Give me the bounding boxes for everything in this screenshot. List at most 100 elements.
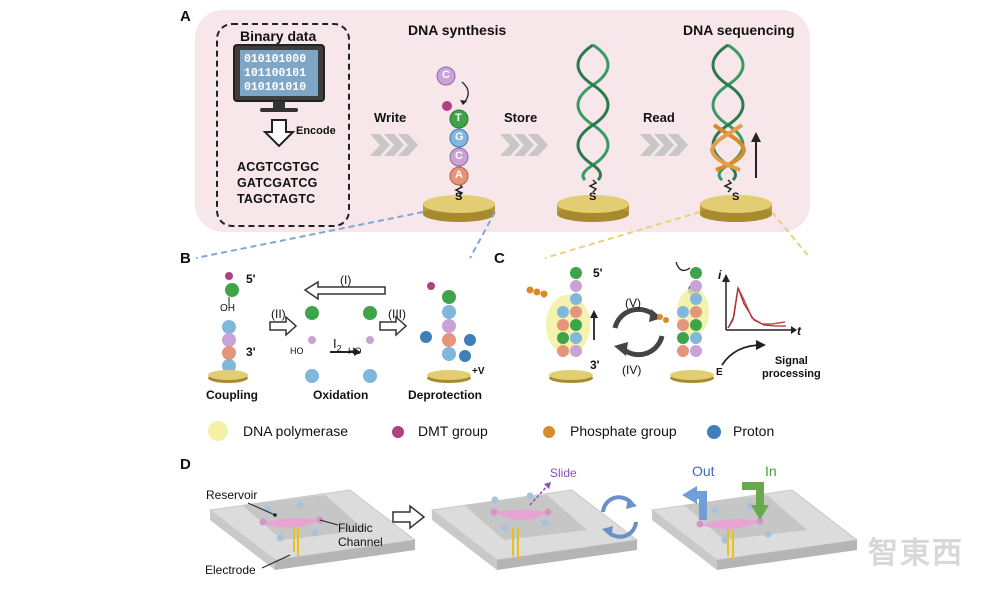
- gold-electrode-sequencing: [700, 195, 772, 222]
- legend-phosphate-group: Phosphate group: [570, 423, 677, 439]
- base-c-top: C: [442, 69, 450, 81]
- i2-main: I: [333, 336, 337, 351]
- panel-d-letter: D: [180, 456, 191, 473]
- step-i-label: (I): [340, 273, 352, 287]
- s-label-sequencing: S: [732, 191, 740, 203]
- panel-c-right-chain: [670, 261, 714, 383]
- legend-phosphate-group-swatch: [543, 426, 555, 438]
- step-iv-label: (IV): [622, 363, 642, 377]
- encode-label: Encode: [296, 125, 336, 137]
- panel-d-transition-arrow: [392, 504, 426, 530]
- c-five-prime: 5': [593, 266, 603, 280]
- gold-electrode-store: [557, 195, 629, 222]
- panel-b-oxidation-molecule: [305, 306, 377, 383]
- out-label: Out: [692, 463, 715, 479]
- dna-sequences: ACGTCGTGC GATCGATCG TAGCTAGTC: [237, 159, 319, 207]
- store-label: Store: [504, 110, 538, 125]
- i-axis-label: i: [718, 268, 722, 282]
- panel-c-cycle-arrowhead-2: [614, 342, 628, 356]
- step-iii-label: (III): [388, 307, 406, 321]
- base-g: G: [455, 131, 464, 143]
- fluidic-line-2: Channel: [338, 535, 383, 549]
- monitor-icon: [233, 44, 325, 112]
- binary-data-box: [216, 23, 350, 227]
- base-a: A: [455, 169, 463, 181]
- legend-dna-polymerase-swatch: [208, 421, 228, 441]
- coupling-label: Coupling: [206, 388, 258, 402]
- sequence-line-1: ACGTCGTGC: [237, 160, 320, 174]
- connector-a-to-b-right: [469, 211, 496, 259]
- signal-processing-label: Signal processing: [762, 355, 821, 381]
- base-t: T: [455, 112, 462, 124]
- reservoir-label: Reservoir: [206, 488, 258, 502]
- legend-proton-swatch: [707, 425, 721, 439]
- panel-c-cycle-icon: [612, 306, 665, 358]
- read-chevrons-icon: [640, 134, 688, 156]
- stored-dna-helix: [576, 43, 610, 193]
- synthesis-base-stack: [436, 66, 469, 197]
- i2-subscript: 2: [336, 343, 342, 354]
- watermark: 智東西: [868, 537, 964, 570]
- binary-lines: 010101000 101100101 010101010: [244, 53, 306, 95]
- panel-c-phosphate-2: [663, 317, 669, 323]
- sequence-line-2: GATCGATCG: [237, 176, 318, 190]
- legend-dna-polymerase: DNA polymerase: [243, 423, 349, 439]
- sequence-line-3: TAGCTAGTC: [237, 192, 316, 206]
- connector-a-to-c-right: [771, 211, 811, 259]
- chip-3: [650, 482, 859, 570]
- b-oh-label: OH: [220, 303, 235, 314]
- oxidation-label: Oxidation: [313, 388, 369, 402]
- voltage-label: +V: [472, 366, 485, 377]
- panel-c-letter: C: [494, 250, 505, 267]
- signal-processing-line-2: processing: [762, 368, 821, 380]
- binary-line-2: 101100101: [244, 67, 307, 80]
- panel-a-letter: A: [180, 8, 191, 25]
- legend-dmt-group: DMT group: [418, 423, 488, 439]
- panel-b-step-iii-arrow: [379, 315, 408, 337]
- dna-sequencing-title: DNA sequencing: [683, 22, 795, 38]
- legend-proton: Proton: [733, 423, 775, 439]
- fluidic-line-1: Fluidic: [338, 521, 373, 535]
- slide-label: Slide: [550, 466, 577, 480]
- b-ho-label-2: HO: [348, 346, 362, 356]
- s-label-synthesis: S: [455, 191, 463, 203]
- e-label: E: [716, 367, 723, 378]
- panel-d-cycle-arrowhead-2: [602, 526, 613, 537]
- signal-processing-arrowhead: [756, 340, 766, 350]
- sequencing-dna-helix: [709, 43, 761, 193]
- panel-b-coupling-chain: [208, 272, 248, 383]
- deprotection-label: Deprotection: [408, 388, 483, 402]
- panel-b-deprotection-chain: [420, 282, 476, 383]
- panel-b-step-ii-arrow: [269, 315, 298, 337]
- base-c: C: [455, 150, 463, 162]
- b-ho-label-1: HO: [290, 346, 304, 356]
- dna-synthesis-title: DNA synthesis: [408, 22, 507, 38]
- gold-electrode-synthesis: [423, 195, 495, 222]
- b-five-prime: 5': [246, 272, 256, 286]
- panel-c-current-plot: [722, 274, 797, 334]
- panel-c-left-chain: [526, 267, 598, 383]
- s-label-store: S: [589, 191, 597, 203]
- panel-c-phosphate-1: [657, 314, 663, 320]
- binary-data-title: Binary data: [240, 28, 317, 44]
- connector-a-to-c-left: [544, 211, 701, 259]
- panel-b-letter: B: [180, 250, 191, 267]
- step-v-label: (V): [625, 296, 641, 310]
- connector-a-to-b-left: [195, 211, 424, 259]
- panel-b-step-i-arrow: [303, 280, 386, 301]
- chip-2: [430, 482, 639, 570]
- b-three-prime: 3': [246, 345, 256, 359]
- in-label: In: [765, 463, 777, 479]
- legend-dmt-group-swatch: [392, 426, 404, 438]
- fluidic-channel-label: Fluidic Channel: [338, 521, 383, 549]
- binary-line-1: 010101000: [244, 53, 307, 66]
- t-axis-label: t: [797, 324, 801, 338]
- encode-arrow-icon: [262, 119, 296, 148]
- step-ii-label: (II): [271, 307, 286, 321]
- signal-processing-line-1: Signal: [774, 355, 808, 367]
- c-three-prime: 3': [590, 358, 600, 372]
- electrode-label: Electrode: [205, 563, 256, 577]
- i2-label: I2: [333, 336, 342, 354]
- panel-d-cycle-arrowhead-1: [626, 498, 637, 509]
